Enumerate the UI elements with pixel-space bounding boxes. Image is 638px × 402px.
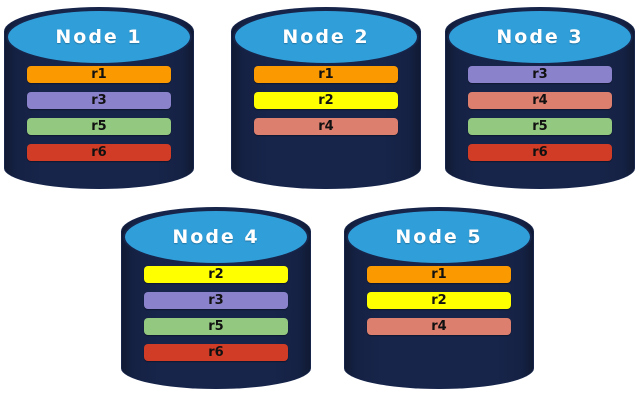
replica-label: r3 <box>532 67 548 82</box>
replica-list: r2 r3 r5 r6 <box>122 266 310 361</box>
cylinder-top-disc: Node 4 <box>123 209 309 265</box>
replica-bar[interactable]: r2 <box>254 92 398 109</box>
replica-bar[interactable]: r5 <box>468 118 612 135</box>
replica-label: r2 <box>208 267 224 282</box>
replica-bar[interactable]: r3 <box>468 66 612 83</box>
node-title: Node 3 <box>496 26 584 48</box>
replica-label: r6 <box>208 345 224 360</box>
node-title: Node 1 <box>55 26 143 48</box>
replica-label: r5 <box>208 319 224 334</box>
replica-label: r4 <box>318 119 334 134</box>
replica-label: r1 <box>431 267 447 282</box>
node-title: Node 5 <box>395 226 483 248</box>
node-cylinder-2[interactable]: Node 2 r1 r2 r4 <box>232 8 420 188</box>
replica-bar[interactable]: r2 <box>367 292 511 309</box>
replica-label: r5 <box>91 119 107 134</box>
cylinder-top-disc: Node 1 <box>6 9 192 65</box>
node-title: Node 2 <box>282 26 370 48</box>
replica-list: r1 r2 r4 <box>345 266 533 335</box>
replica-bar[interactable]: r1 <box>254 66 398 83</box>
cylinder-top-disc: Node 5 <box>346 209 532 265</box>
replica-label: r2 <box>318 93 334 108</box>
replica-label: r6 <box>91 145 107 160</box>
replica-label: r1 <box>91 67 107 82</box>
node-cylinder-4[interactable]: Node 4 r2 r3 r5 r6 <box>122 208 310 388</box>
replica-bar[interactable]: r3 <box>27 92 171 109</box>
replica-label: r1 <box>318 67 334 82</box>
replica-label: r6 <box>532 145 548 160</box>
replica-label: r3 <box>91 93 107 108</box>
replica-bar[interactable]: r3 <box>144 292 288 309</box>
node-cylinder-3[interactable]: Node 3 r3 r4 r5 r6 <box>446 8 634 188</box>
replica-bar[interactable]: r6 <box>144 344 288 361</box>
replica-label: r4 <box>431 319 447 334</box>
replica-label: r5 <box>532 119 548 134</box>
node-cylinder-1[interactable]: Node 1 r1 r3 r5 r6 <box>5 8 193 188</box>
replica-list: r1 r3 r5 r6 <box>5 66 193 161</box>
replica-label: r3 <box>208 293 224 308</box>
replica-list: r3 r4 r5 r6 <box>446 66 634 161</box>
node-title: Node 4 <box>172 226 260 248</box>
replica-label: r4 <box>532 93 548 108</box>
cylinder-top-disc: Node 3 <box>447 9 633 65</box>
replica-bar[interactable]: r5 <box>144 318 288 335</box>
cylinder-top-disc: Node 2 <box>233 9 419 65</box>
replica-bar[interactable]: r5 <box>27 118 171 135</box>
node-cylinder-5[interactable]: Node 5 r1 r2 r4 <box>345 208 533 388</box>
replica-list: r1 r2 r4 <box>232 66 420 135</box>
replica-bar[interactable]: r4 <box>468 92 612 109</box>
replica-label: r2 <box>431 293 447 308</box>
replica-bar[interactable]: r6 <box>468 144 612 161</box>
replica-bar[interactable]: r4 <box>254 118 398 135</box>
replica-bar[interactable]: r1 <box>367 266 511 283</box>
replica-bar[interactable]: r1 <box>27 66 171 83</box>
replica-bar[interactable]: r4 <box>367 318 511 335</box>
replica-bar[interactable]: r6 <box>27 144 171 161</box>
replica-bar[interactable]: r2 <box>144 266 288 283</box>
